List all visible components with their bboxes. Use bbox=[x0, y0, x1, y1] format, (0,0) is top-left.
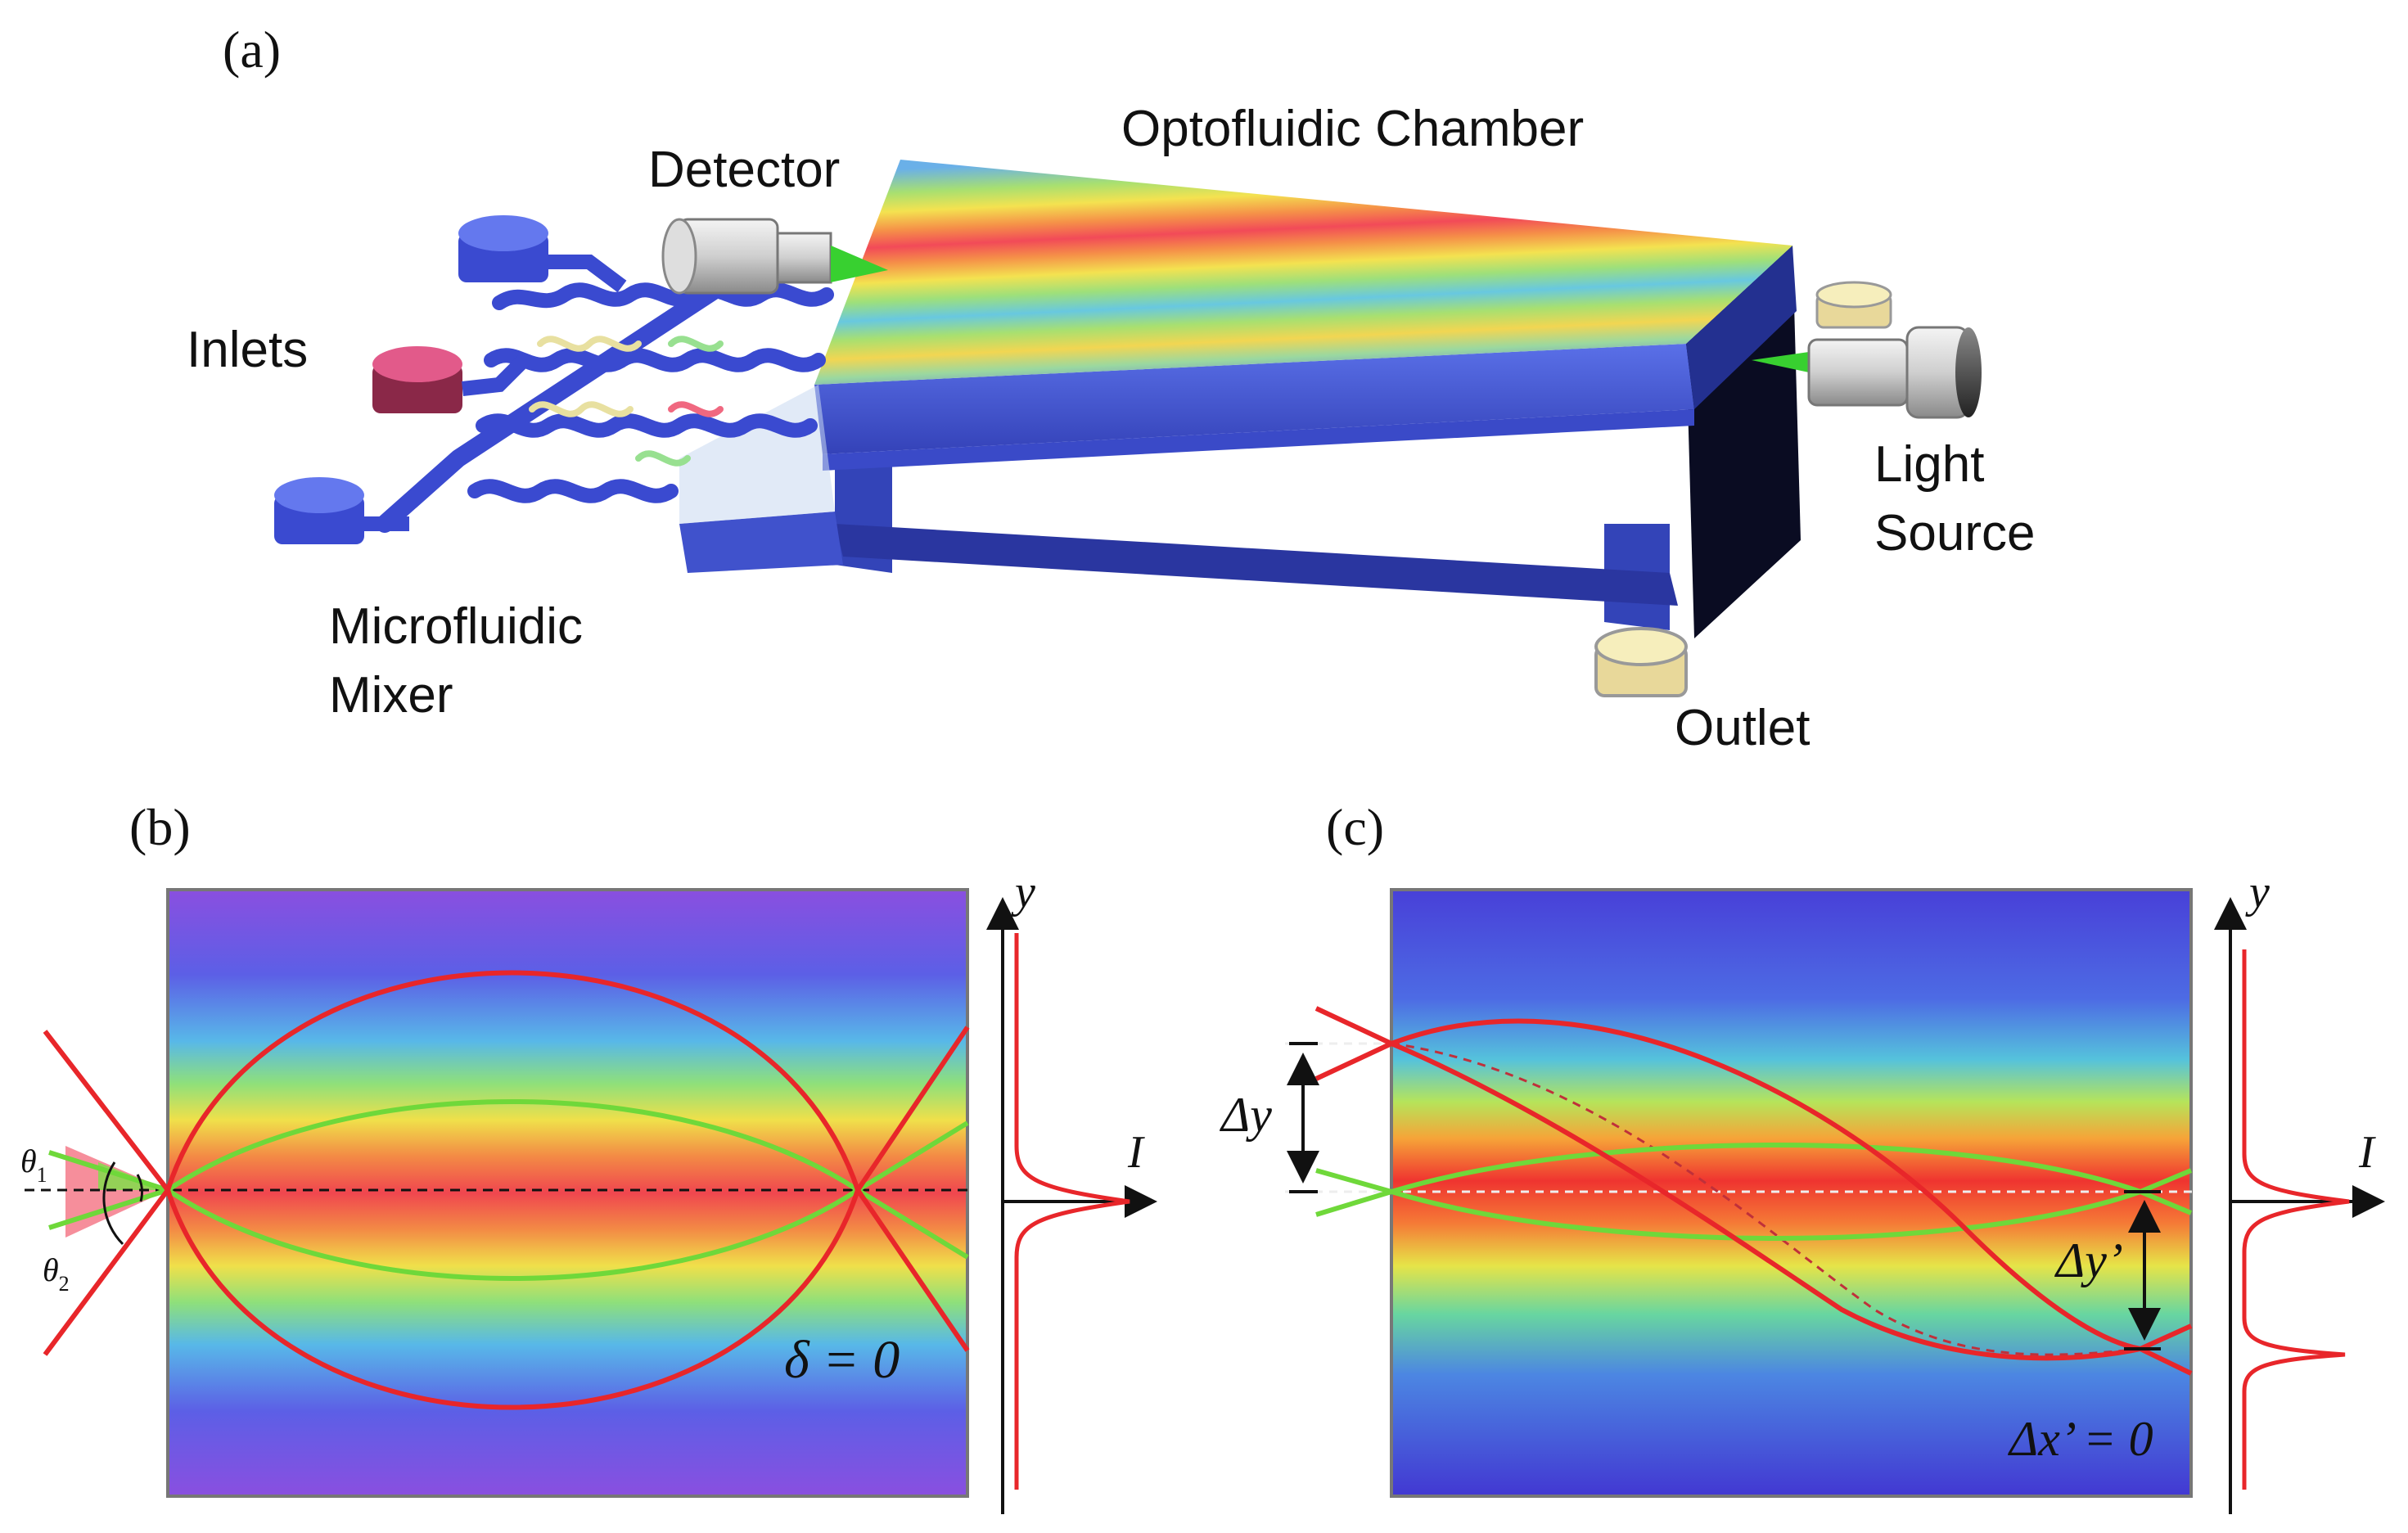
intensity-profile-b bbox=[1014, 933, 1130, 1490]
green-rays-c bbox=[1315, 1143, 2193, 1241]
panel-c-tag: (c) bbox=[1326, 798, 1384, 856]
microfluidic-mixer-label-2: Mixer bbox=[329, 667, 453, 724]
delta-y-label: Δy bbox=[1220, 1088, 1272, 1142]
intensity-axis-label-c: I bbox=[2358, 1127, 2376, 1178]
light-source-label-1: Light bbox=[1874, 436, 1984, 493]
red-rays-c bbox=[1314, 1006, 2193, 1376]
green-rays bbox=[48, 1099, 969, 1281]
outlet bbox=[1594, 281, 1892, 697]
theta2-wedge bbox=[65, 1146, 168, 1238]
panel-c: (c) bbox=[1220, 798, 2385, 1514]
microfluidic-mixer bbox=[376, 277, 834, 533]
theta1-arc bbox=[136, 1174, 143, 1202]
panel-b: (b) θ1 θ2 δ = 0 bbox=[20, 798, 1157, 1514]
panel-a-tag: (a) bbox=[223, 20, 281, 79]
inlet-reservoirs bbox=[274, 215, 627, 544]
panel-b-tag: (b) bbox=[129, 798, 191, 856]
chamber-body bbox=[679, 160, 1801, 638]
chief-ray bbox=[1391, 1042, 2153, 1356]
light-source-icon bbox=[1752, 326, 1982, 419]
intensity-profile-c bbox=[2242, 949, 2350, 1490]
delta-y-prime-bracket bbox=[2124, 1190, 2161, 1350]
detector-icon bbox=[661, 218, 888, 295]
optofluidic-chamber-label: Optofluidic Chamber bbox=[1121, 101, 1584, 157]
theta2-arc bbox=[102, 1161, 124, 1246]
panel-b-chamber bbox=[166, 888, 969, 1498]
detector-label: Detector bbox=[648, 142, 840, 198]
y-axis-label-c: y bbox=[2245, 867, 2270, 918]
theta2-label: θ2 bbox=[43, 1251, 70, 1296]
red-rays bbox=[43, 970, 970, 1410]
microfluidic-mixer-label-1: Microfluidic bbox=[329, 598, 583, 655]
intensity-axis-label: I bbox=[1127, 1127, 1145, 1178]
panel-a: (a) bbox=[187, 20, 2035, 756]
delta-equation: δ = 0 bbox=[784, 1330, 900, 1390]
outlet-label: Outlet bbox=[1675, 700, 1810, 756]
delta-y-bracket bbox=[1287, 1042, 1319, 1193]
theta1-label: θ1 bbox=[20, 1143, 47, 1187]
y-axis-label: y bbox=[1011, 867, 1035, 918]
delta-y-prime-label: Δy’ bbox=[2054, 1233, 2123, 1287]
inlets-label: Inlets bbox=[187, 322, 308, 378]
light-source-label-2: Source bbox=[1874, 505, 2035, 561]
delta-x-prime-label: Δx’ = 0 bbox=[2008, 1412, 2153, 1466]
